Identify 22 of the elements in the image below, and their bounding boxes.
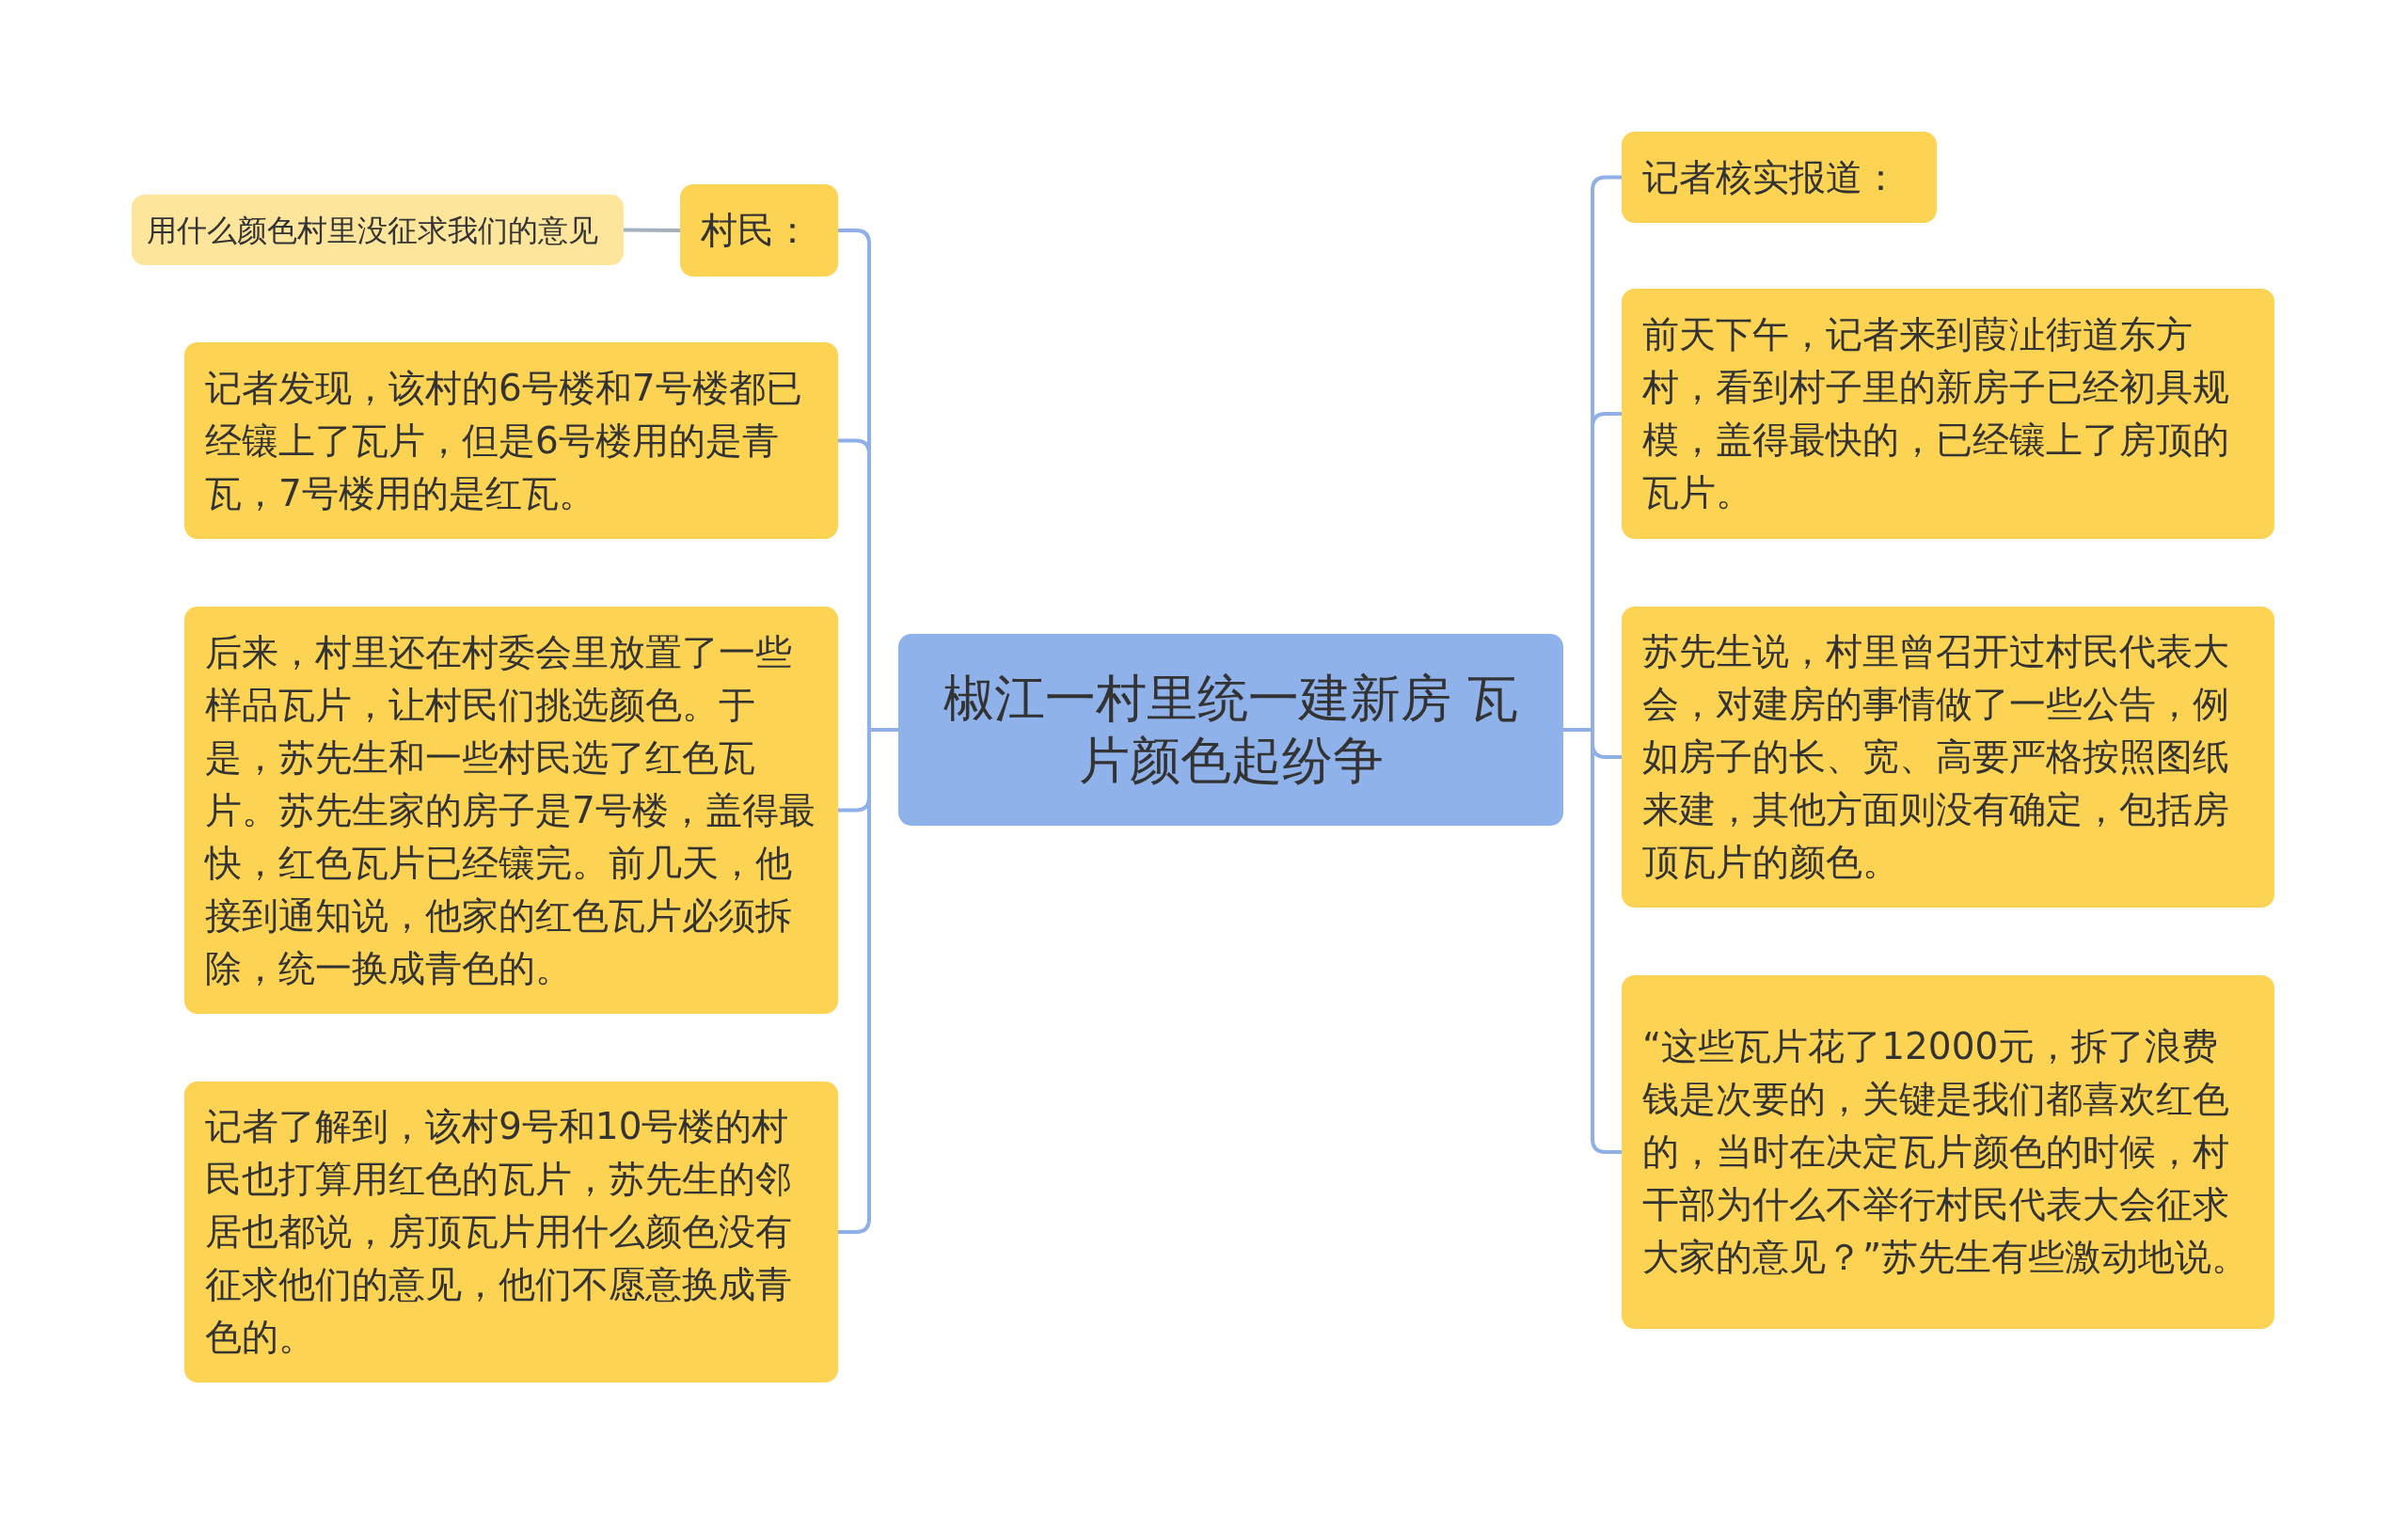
text-box [680, 184, 838, 276]
text-box [184, 607, 838, 1014]
topic-box [898, 634, 1563, 826]
node-text: 村民： [701, 208, 811, 253]
text-box [184, 1082, 838, 1382]
node-text: 后来，村里还在村委会里放置了一些样品瓦片，让村民们挑选颜色。于是，苏先生和一些村民选了红色瓦片。苏先生家的房子是7号楼，盖得最快，红色瓦片已经镶完。前几天，他接到通知说，他家的红色瓦片必须拆除，统一换成青色的。 [205, 629, 816, 991]
text-box [1622, 975, 2274, 1329]
node-text: 苏先生说，村里曾召开过村民代表大会，对建房的事情做了一些公告，例如房子的长、宽、高要严格按照图纸来建，其他方面则没有确定，包括房顶瓦片的颜色。 [1642, 629, 2230, 885]
leaf-box [132, 195, 624, 265]
text-box [184, 342, 838, 539]
node-text: “这些瓦片花了12000元，拆了浪费钱是次要的，关键是我们都喜欢红色的，当时在决定瓦片颜色的时候，村干部为什么不举行村民代表大会征求大家的意见？”苏先生有些激动地说。 [1642, 1024, 2250, 1280]
text-box [1622, 607, 2274, 908]
node-text: 椒江一村里统一建新房 瓦片颜色起纷争 [942, 668, 1520, 792]
text-box [1622, 289, 2274, 539]
node-text: 记者核实报道： [1642, 154, 1899, 200]
connector-line [1563, 728, 1622, 1154]
node-text: 记者发现，该村的6号楼和7号楼都已经镶上了瓦片，但是6号楼用的是青瓦，7号楼用的是红瓦。 [205, 365, 803, 516]
node-text: 记者了解到，该村9号和10号楼的村民也打算用红色的瓦片，苏先生的邻居也都说，房顶瓦片用什么颜色没有征求他们的意见，他们不愿意换成青色的。 [205, 1104, 793, 1360]
node-text: 用什么颜色村里没征求我们的意见 [147, 211, 598, 250]
connector-line [624, 228, 680, 232]
node-text: 前天下午，记者来到葭沚街道东方村，看到村子里的新房子已经初具规模，盖得最快的，已经镶上了房顶的瓦片。 [1642, 312, 2230, 515]
text-box [1622, 132, 1937, 223]
